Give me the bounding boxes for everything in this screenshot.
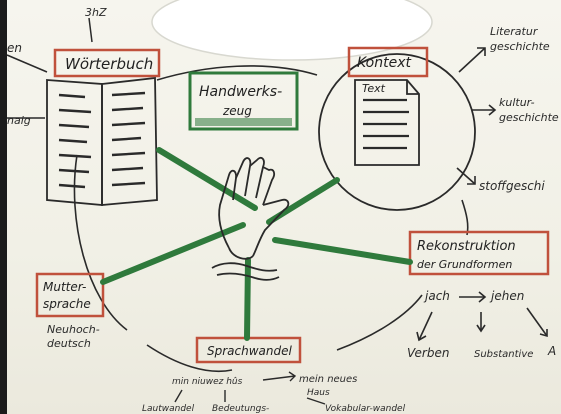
example-1: min niuwez hûs (172, 376, 243, 387)
outer-arc-right (461, 199, 469, 236)
green-connectors (100, 147, 413, 341)
bottom-label-2: Bedeutungs- (212, 404, 269, 414)
outer-arc-top (156, 65, 318, 81)
stoff-label: stoffgeschi (479, 179, 545, 193)
left-mid-partial: naig (7, 114, 31, 127)
rekonstruktion-label-2: der Grundformen (417, 258, 512, 271)
example-2-line-2: Haus (307, 388, 330, 398)
whiteboard-sheet: Wörterbuch Handwerks- zeug Kontext Text (7, 0, 561, 414)
example-arrow (262, 375, 296, 381)
jach-arrow-head (478, 291, 487, 303)
woerterbuch-box (53, 48, 161, 78)
mind-map-diagram: Wörterbuch Handwerks- zeug Kontext Text (7, 0, 559, 414)
sprachwandel-label: Sprachwandel (207, 344, 292, 358)
muttersprache-label-2: sprache (43, 297, 91, 311)
example-2-line-1: mein neues (299, 374, 357, 385)
muttersprache-label-1: Mutter- (43, 280, 86, 294)
handwerkszeug-box (188, 71, 299, 131)
bottom-label-3: Vokabular-wandel (325, 404, 406, 414)
rekonstruktion-box (408, 230, 550, 276)
left-top-line (7, 54, 48, 73)
outer-arc-bottom-left (146, 344, 233, 373)
woerterbuch-label: Wörterbuch (65, 55, 153, 73)
hand-icon (211, 156, 290, 281)
kontext-box (347, 46, 429, 78)
kultur-label-2: geschichte (499, 111, 559, 124)
neuhochdeutsch-label-1: Neuhoch- (47, 323, 100, 336)
outer-arc-left (73, 154, 128, 331)
kontext-circle (318, 53, 476, 211)
handwerkszeug-label-1: Handwerks- (199, 84, 282, 100)
outer-arc-bottom-right (336, 294, 423, 351)
substantive-label: Substantive (474, 349, 533, 360)
jehen-label: jehen (489, 289, 524, 303)
neuhochdeutsch-label-2: deutsch (47, 337, 91, 350)
document-icon (354, 79, 420, 166)
connector-rekonstruktion (272, 237, 413, 265)
bottom-arrows (174, 389, 326, 405)
verben-label: Verben (407, 346, 449, 360)
connector-woerterbuch (156, 147, 258, 211)
example-arrow-head (288, 371, 297, 382)
wordclass-arrows (416, 307, 548, 342)
top-line (88, 17, 93, 43)
top-oval (151, 0, 433, 61)
literatur-label-1: Literatur (490, 25, 539, 38)
handwerkszeug-underline (195, 118, 292, 126)
rekonstruktion-label-1: Rekonstruktion (417, 239, 516, 254)
connector-muttersprache (100, 222, 246, 285)
jach-label: jach (423, 289, 450, 303)
kultur-label-1: kultur- (499, 96, 535, 109)
bottom-label-1: Lautwandel (142, 404, 195, 414)
left-top-partial: en (7, 41, 22, 55)
muttersprache-box (35, 272, 105, 318)
adj-partial: A (547, 344, 556, 358)
connector-sprachwandel (244, 257, 251, 341)
book-icon (46, 76, 158, 206)
handwerkszeug-label-2: zeug (222, 104, 252, 118)
kontext-label: Kontext (357, 55, 412, 71)
top-partial: 3hZ (85, 6, 107, 19)
kontext-arrows (456, 47, 497, 185)
text-label: Text (362, 82, 386, 95)
literatur-label-2: geschichte (490, 40, 550, 53)
